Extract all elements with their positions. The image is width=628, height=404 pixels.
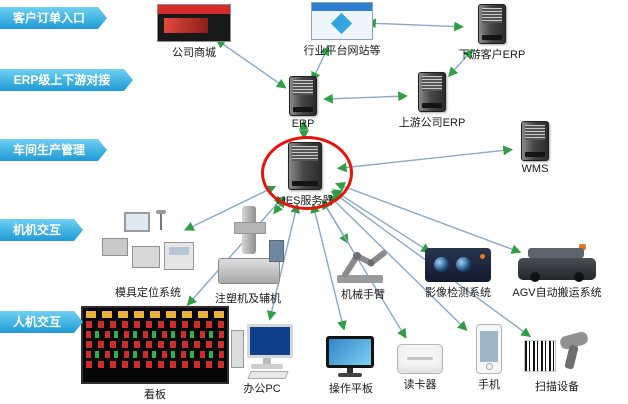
node-label: 上游公司ERP [398,117,466,129]
mall-website-icon [157,4,231,42]
node-card-reader: 读卡器 [392,344,448,392]
node-label: 办公PC [243,383,281,395]
node-label: 操作平板 [329,383,373,395]
platform-website-icon [311,2,373,40]
node-scanner-device: 扫描设备 [520,330,594,394]
node-office-pc: 办公PC [228,324,296,396]
mold-positioning-icon [102,210,194,282]
node-vision-inspection: 影像检测系统 [416,248,500,300]
node-label: 机械手臂 [341,289,385,301]
node-label: WMS [521,163,549,175]
injection-machine-icon [212,206,284,288]
ribbon-machine-machine: 机机交互 [0,219,83,241]
mes-highlight-circle [261,136,353,210]
node-wms: WMS [507,121,563,175]
node-robot-arm: 机械手臂 [326,244,400,302]
ribbon-erp-updown-link: ERP级上下游对接 [0,69,133,91]
node-mold-positioning-system: 模具定位系统 [100,210,196,300]
node-operation-tablet: 操作平板 [320,336,382,396]
server-icon [418,72,446,112]
node-industry-platform: 行业平台网站等 [296,2,388,58]
vision-inspection-icon [425,248,491,282]
node-label: 影像检测系统 [425,287,491,299]
node-company-mall: 公司商城 [150,4,238,60]
node-downstream-customer-erp: 下游客户ERP [452,4,532,62]
kanban-board-icon [81,306,229,384]
node-mobile-phone: 手机 [466,324,512,392]
node-label: 手机 [478,379,500,391]
card-reader-icon [397,344,443,374]
barcode-scanner-icon [524,330,590,376]
node-injection-machine: 注塑机及辅机 [206,206,290,306]
node-label: 公司商城 [172,47,216,59]
ribbon-human-machine: 人机交互 [0,311,83,333]
node-label: 看板 [144,389,166,401]
server-icon [521,121,549,161]
node-label: 读卡器 [403,379,437,391]
ribbon-customer-order-entry: 客户订单入口 [0,7,107,29]
node-label: 注塑机及辅机 [215,293,281,305]
node-kanban-board: 看板 [81,306,229,402]
node-upstream-company-erp: 上游公司ERP [392,72,472,130]
robot-arm-icon [337,250,387,283]
tablet-monitor-icon [326,336,376,378]
node-erp: ERP [275,76,331,130]
server-icon [289,76,317,116]
node-label: ERP [291,118,315,130]
smartphone-icon [476,324,502,374]
agv-vehicle-icon [518,244,596,282]
node-label: 下游客户ERP [458,49,526,61]
node-label: 行业平台网站等 [303,45,381,57]
node-agv-system: AGV自动搬运系统 [508,244,606,300]
node-label: 模具定位系统 [115,287,181,299]
ribbon-workshop-production: 车间生产管理 [0,139,107,161]
node-label: AGV自动搬运系统 [512,287,602,299]
server-icon [478,4,506,44]
node-label: 扫描设备 [535,381,579,393]
desktop-pc-icon [231,324,293,379]
